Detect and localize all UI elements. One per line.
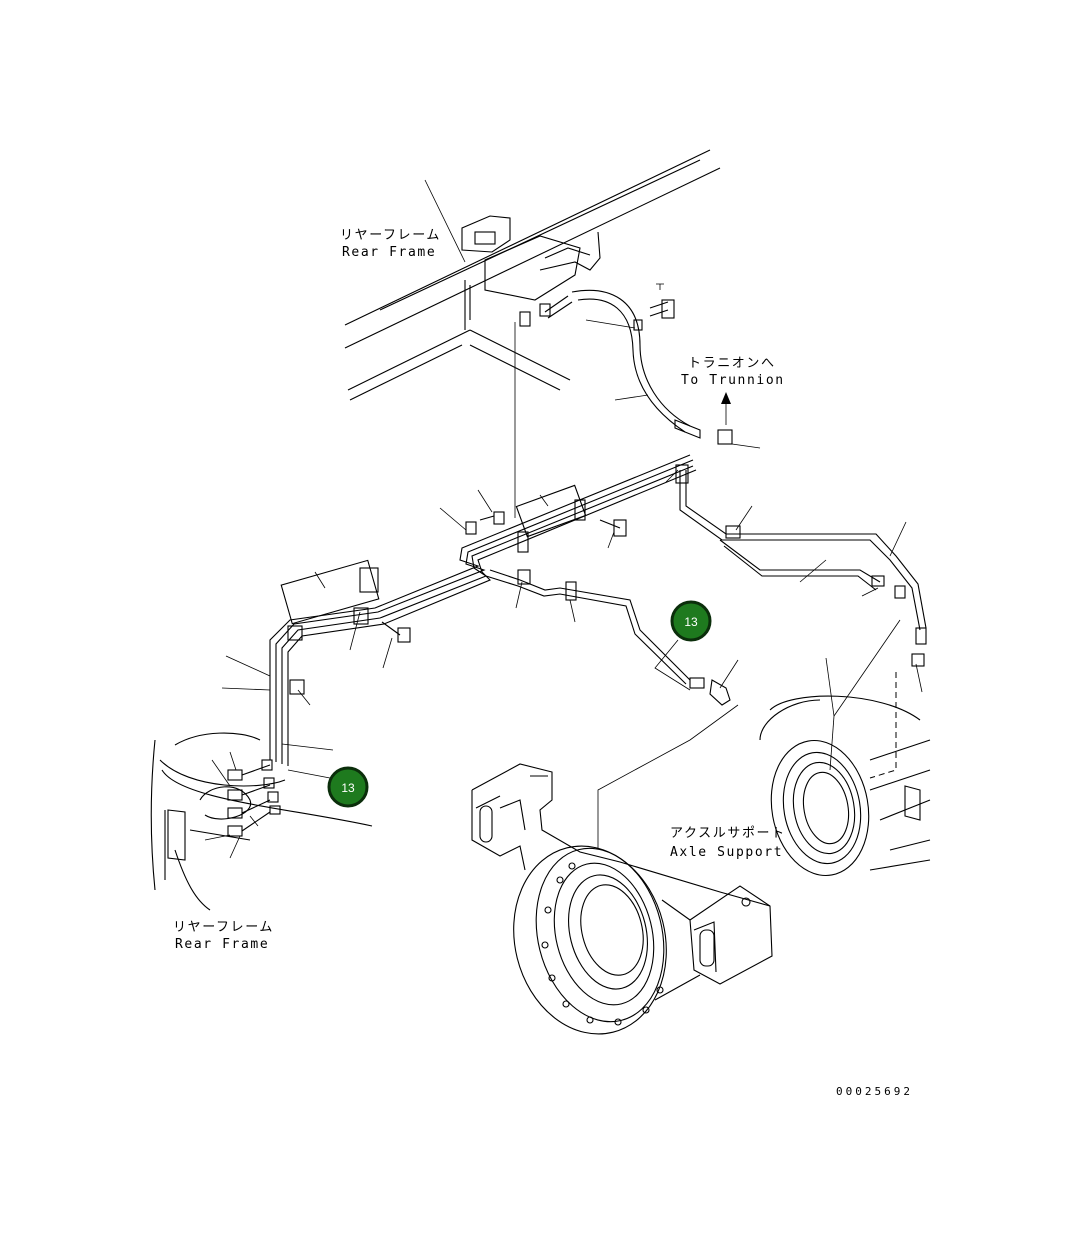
rear-frame-bottom-jp: リヤーフレーム — [173, 920, 274, 935]
rear-frame-top-label: リヤーフレーム Rear Frame — [340, 179, 466, 263]
rear-frame-upper — [344, 149, 721, 401]
callout-badge — [327, 766, 369, 808]
callout-13-right: 13 — [654, 600, 712, 691]
axle-support-label: アクスルサポート Axle Support — [670, 826, 786, 860]
axle-support-en: Axle Support — [670, 845, 783, 860]
axle-support — [471, 704, 773, 1035]
trunnion-hose — [514, 283, 761, 518]
callout-number: 13 — [341, 781, 355, 795]
rear-frame-bottom-en: Rear Frame — [175, 937, 269, 952]
callout-badge — [670, 600, 712, 642]
document-number: 00025692 — [836, 1085, 913, 1098]
rear-frame-bottom-label: リヤーフレーム Rear Frame — [173, 920, 274, 952]
trunnion-jp: トラニオンへ — [688, 356, 776, 371]
rear-frame-top-en: Rear Frame — [342, 245, 436, 260]
rear-frame-lower-left — [150, 732, 373, 911]
trunnion-en: To Trunnion — [681, 373, 785, 388]
main-piping-bundle — [221, 454, 927, 766]
callout-13-left: 13 — [287, 766, 369, 808]
axle-support-jp: アクスルサポート — [670, 826, 786, 841]
right-axle-housing — [759, 619, 931, 877]
trunnion-label: トラニオンへ To Trunnion — [681, 356, 785, 388]
rear-frame-top-jp: リヤーフレーム — [340, 228, 441, 243]
callout-number: 13 — [684, 615, 698, 629]
